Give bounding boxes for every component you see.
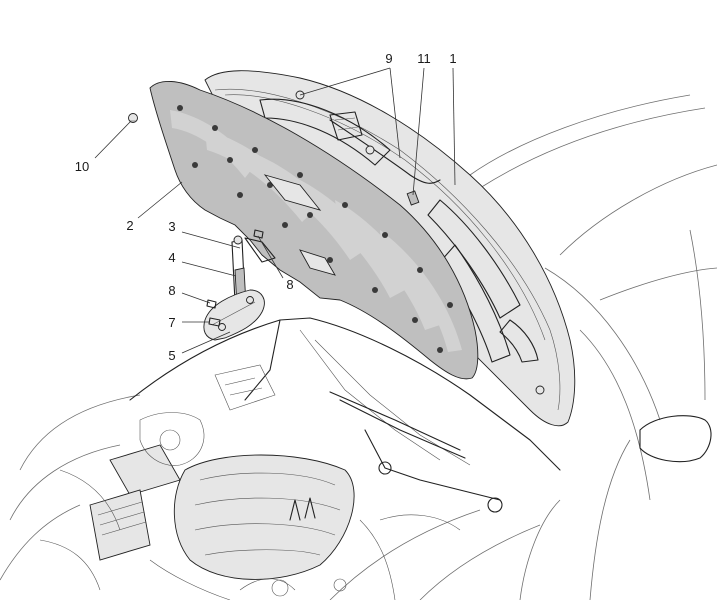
callout-10: 10 <box>75 159 89 174</box>
hood-latch-bracket <box>329 111 363 141</box>
engine-cover <box>173 454 355 580</box>
bolt-8 <box>206 299 217 309</box>
callout-9: 9 <box>385 51 392 66</box>
car-body <box>0 94 717 600</box>
clip-10 <box>128 113 138 123</box>
hinge-strut-assembly <box>203 229 276 341</box>
callout-2: 2 <box>126 218 133 233</box>
bolt-8-upper <box>253 229 264 239</box>
callout-1: 1 <box>449 51 456 66</box>
engine-bay <box>39 317 561 600</box>
side-mirror <box>639 415 712 463</box>
pad-fixing-holes <box>177 105 453 353</box>
wiper-arm <box>329 391 461 451</box>
callout-3: 3 <box>168 219 175 234</box>
callout-8-left: 8 <box>168 283 175 298</box>
callout-5: 5 <box>168 348 175 363</box>
leader-lines <box>94 67 456 354</box>
hood-inner-frame <box>259 98 391 166</box>
fuse-box <box>109 444 181 496</box>
hinge-5 <box>203 289 265 341</box>
callout-7: 7 <box>168 315 175 330</box>
callout-4: 4 <box>168 250 175 265</box>
hood-bumper-11 <box>406 190 420 206</box>
release-cable <box>329 119 441 184</box>
hinge-arm-3 <box>244 237 276 263</box>
callout-labels: 9 11 1 10 2 3 4 8 8 7 5 <box>75 51 457 363</box>
hood-insulation-pad <box>149 81 479 380</box>
callout-11: 11 <box>417 51 431 66</box>
callout-8-right: 8 <box>286 277 293 292</box>
